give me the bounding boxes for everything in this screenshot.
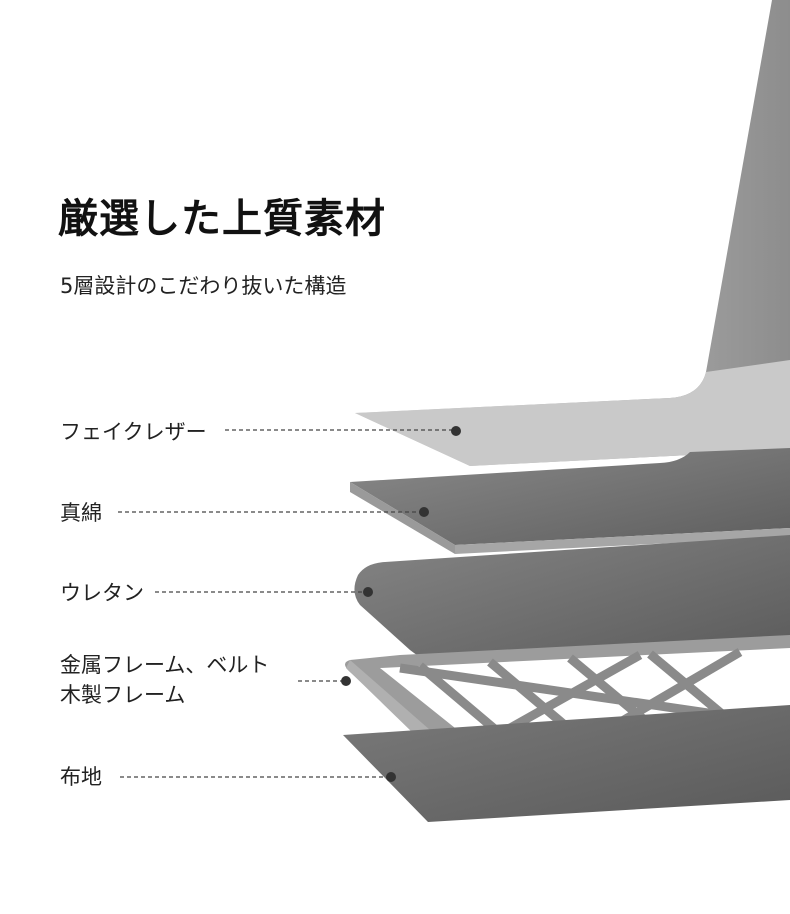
- label-frame-line2: 木製フレーム: [60, 683, 186, 707]
- label-faux-leather: フェイクレザー: [60, 420, 207, 444]
- label-cotton: 真綿: [60, 501, 102, 525]
- label-frame-line1: 金属フレーム、ベルト: [60, 653, 270, 677]
- label-urethane: ウレタン: [60, 581, 144, 605]
- label-fabric: 布地: [60, 765, 102, 789]
- dot-frame: [341, 676, 351, 686]
- layer-cotton: [350, 448, 790, 545]
- label-frame: 金属フレーム、ベルト 木製フレーム: [60, 650, 269, 710]
- page-title: 厳選した上質素材: [58, 196, 386, 242]
- subtitle: 5層設計のこだわり抜いた構造: [60, 274, 347, 298]
- dot-faux-leather: [451, 426, 461, 436]
- dot-fabric: [386, 772, 396, 782]
- layer-faux-leather: [355, 360, 790, 466]
- layer-fabric: [343, 705, 790, 822]
- dot-cotton: [419, 507, 429, 517]
- dot-urethane: [363, 587, 373, 597]
- layer-urethane: [354, 535, 790, 666]
